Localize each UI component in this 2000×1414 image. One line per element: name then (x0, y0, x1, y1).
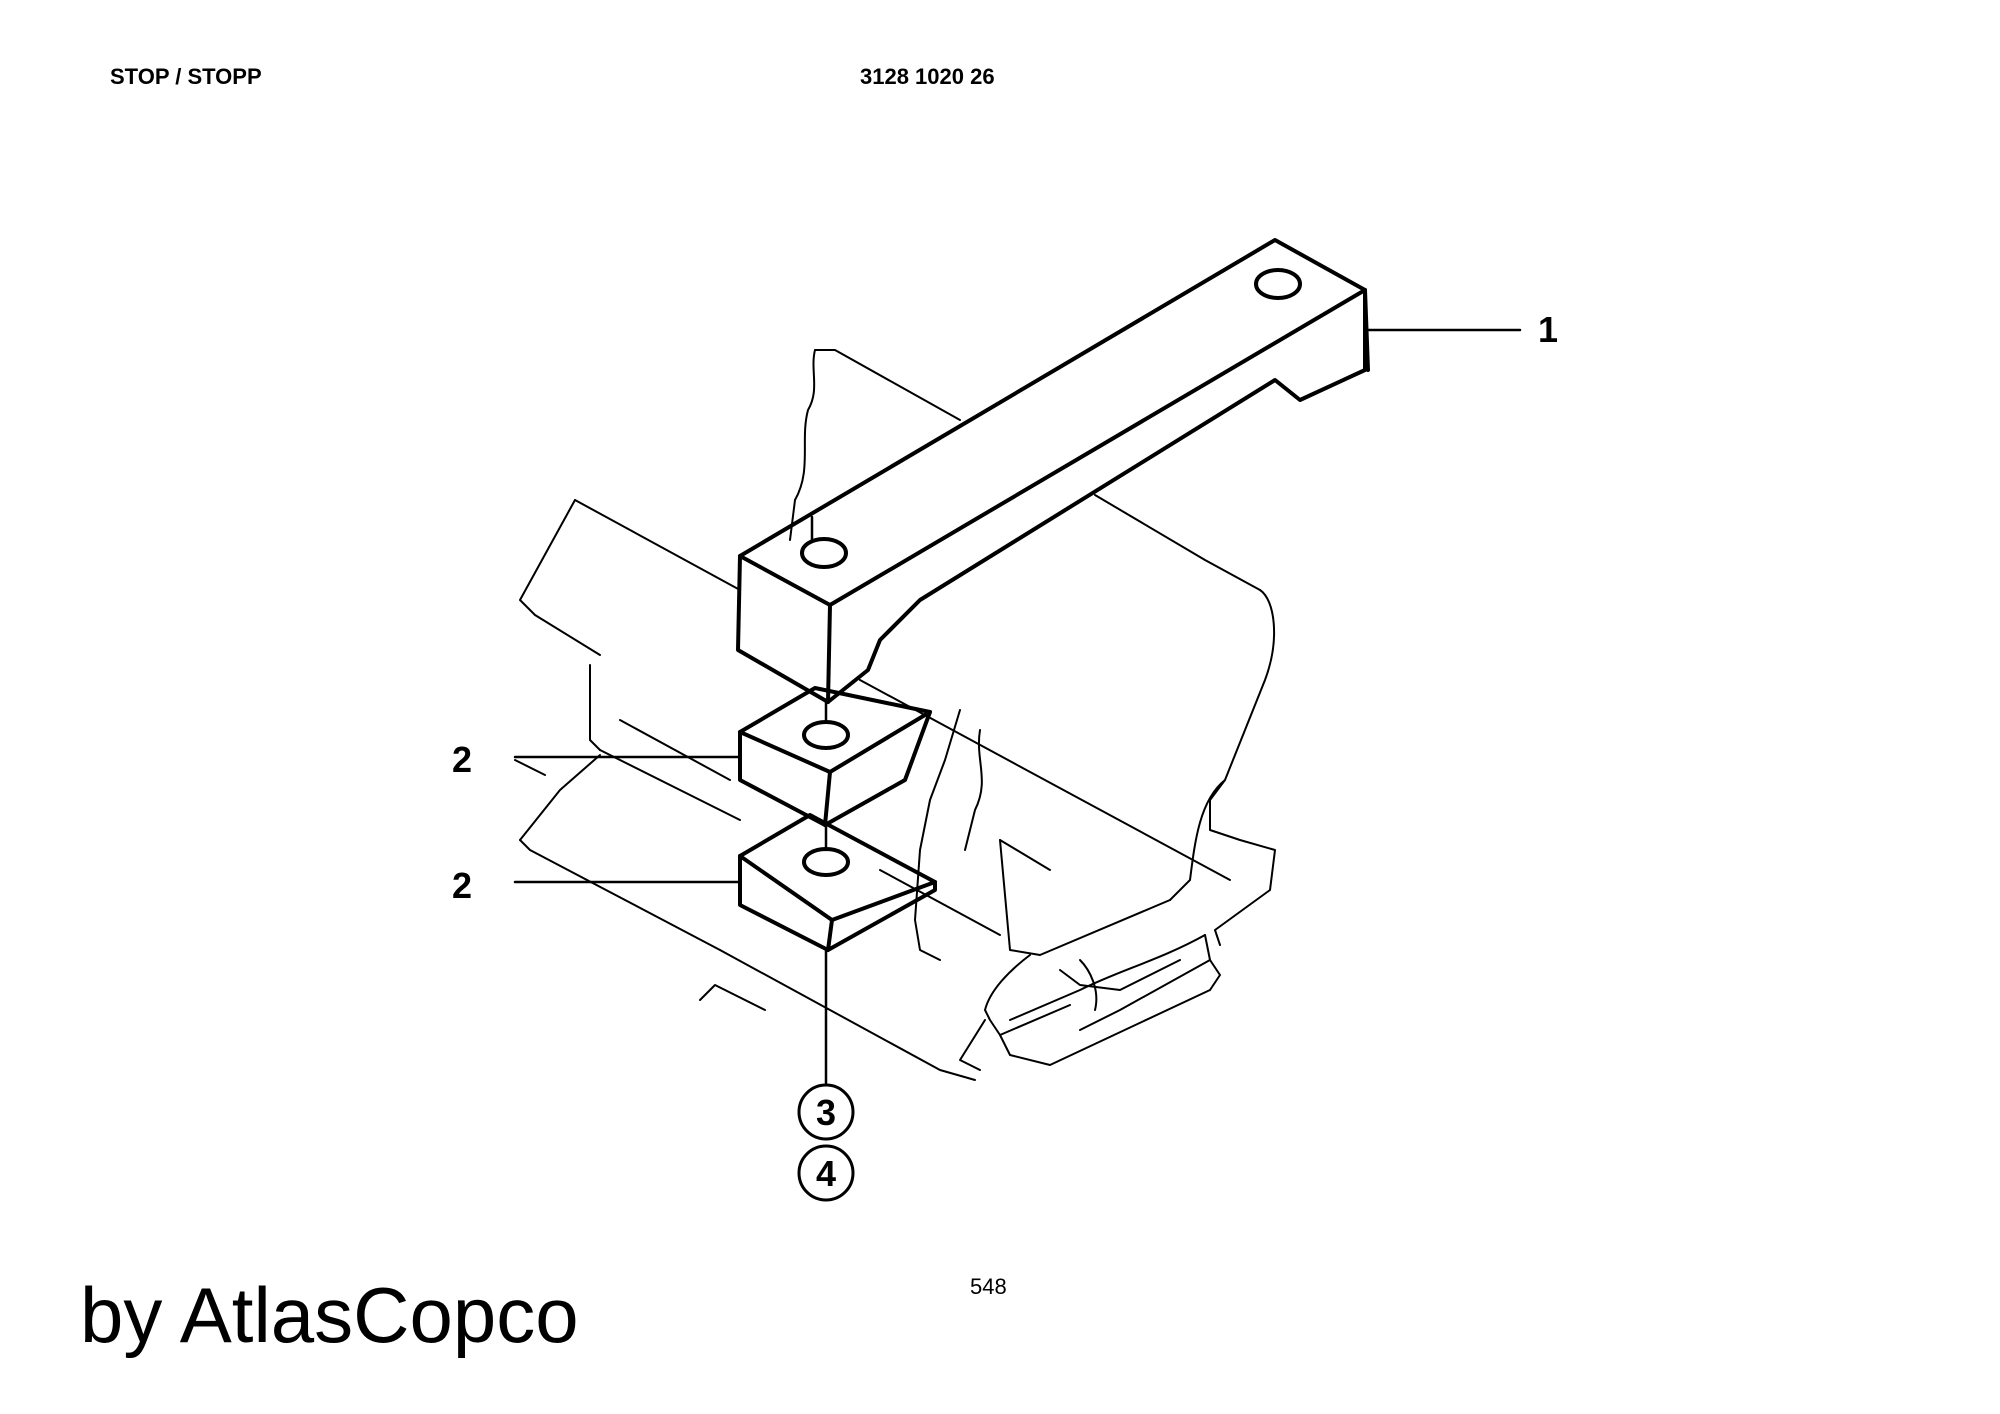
page-number: 548 (970, 1274, 1007, 1299)
page-title: STOP / STOPP (110, 64, 262, 89)
callout-label-1: 1 (1538, 309, 1558, 350)
callout-label-2-upper: 2 (452, 739, 472, 780)
callout-circle-3 (797, 1083, 855, 1141)
callout-label-3: 3 (816, 1092, 836, 1133)
spacer-block-lower (738, 813, 937, 952)
brand-watermark: by AtlasCopco (80, 1271, 579, 1359)
part-number: 3128 1020 26 (860, 64, 995, 89)
callout-circle-4 (797, 1144, 855, 1202)
callout-label-4: 4 (816, 1153, 836, 1194)
spacer-block-upper (738, 686, 932, 827)
stop-bar-part-1 (736, 238, 1370, 704)
rail-frame (514, 349, 1276, 1081)
assembly-axis (810, 515, 828, 1087)
leader-lines (513, 328, 1522, 884)
callout-label-2-lower: 2 (452, 865, 472, 906)
